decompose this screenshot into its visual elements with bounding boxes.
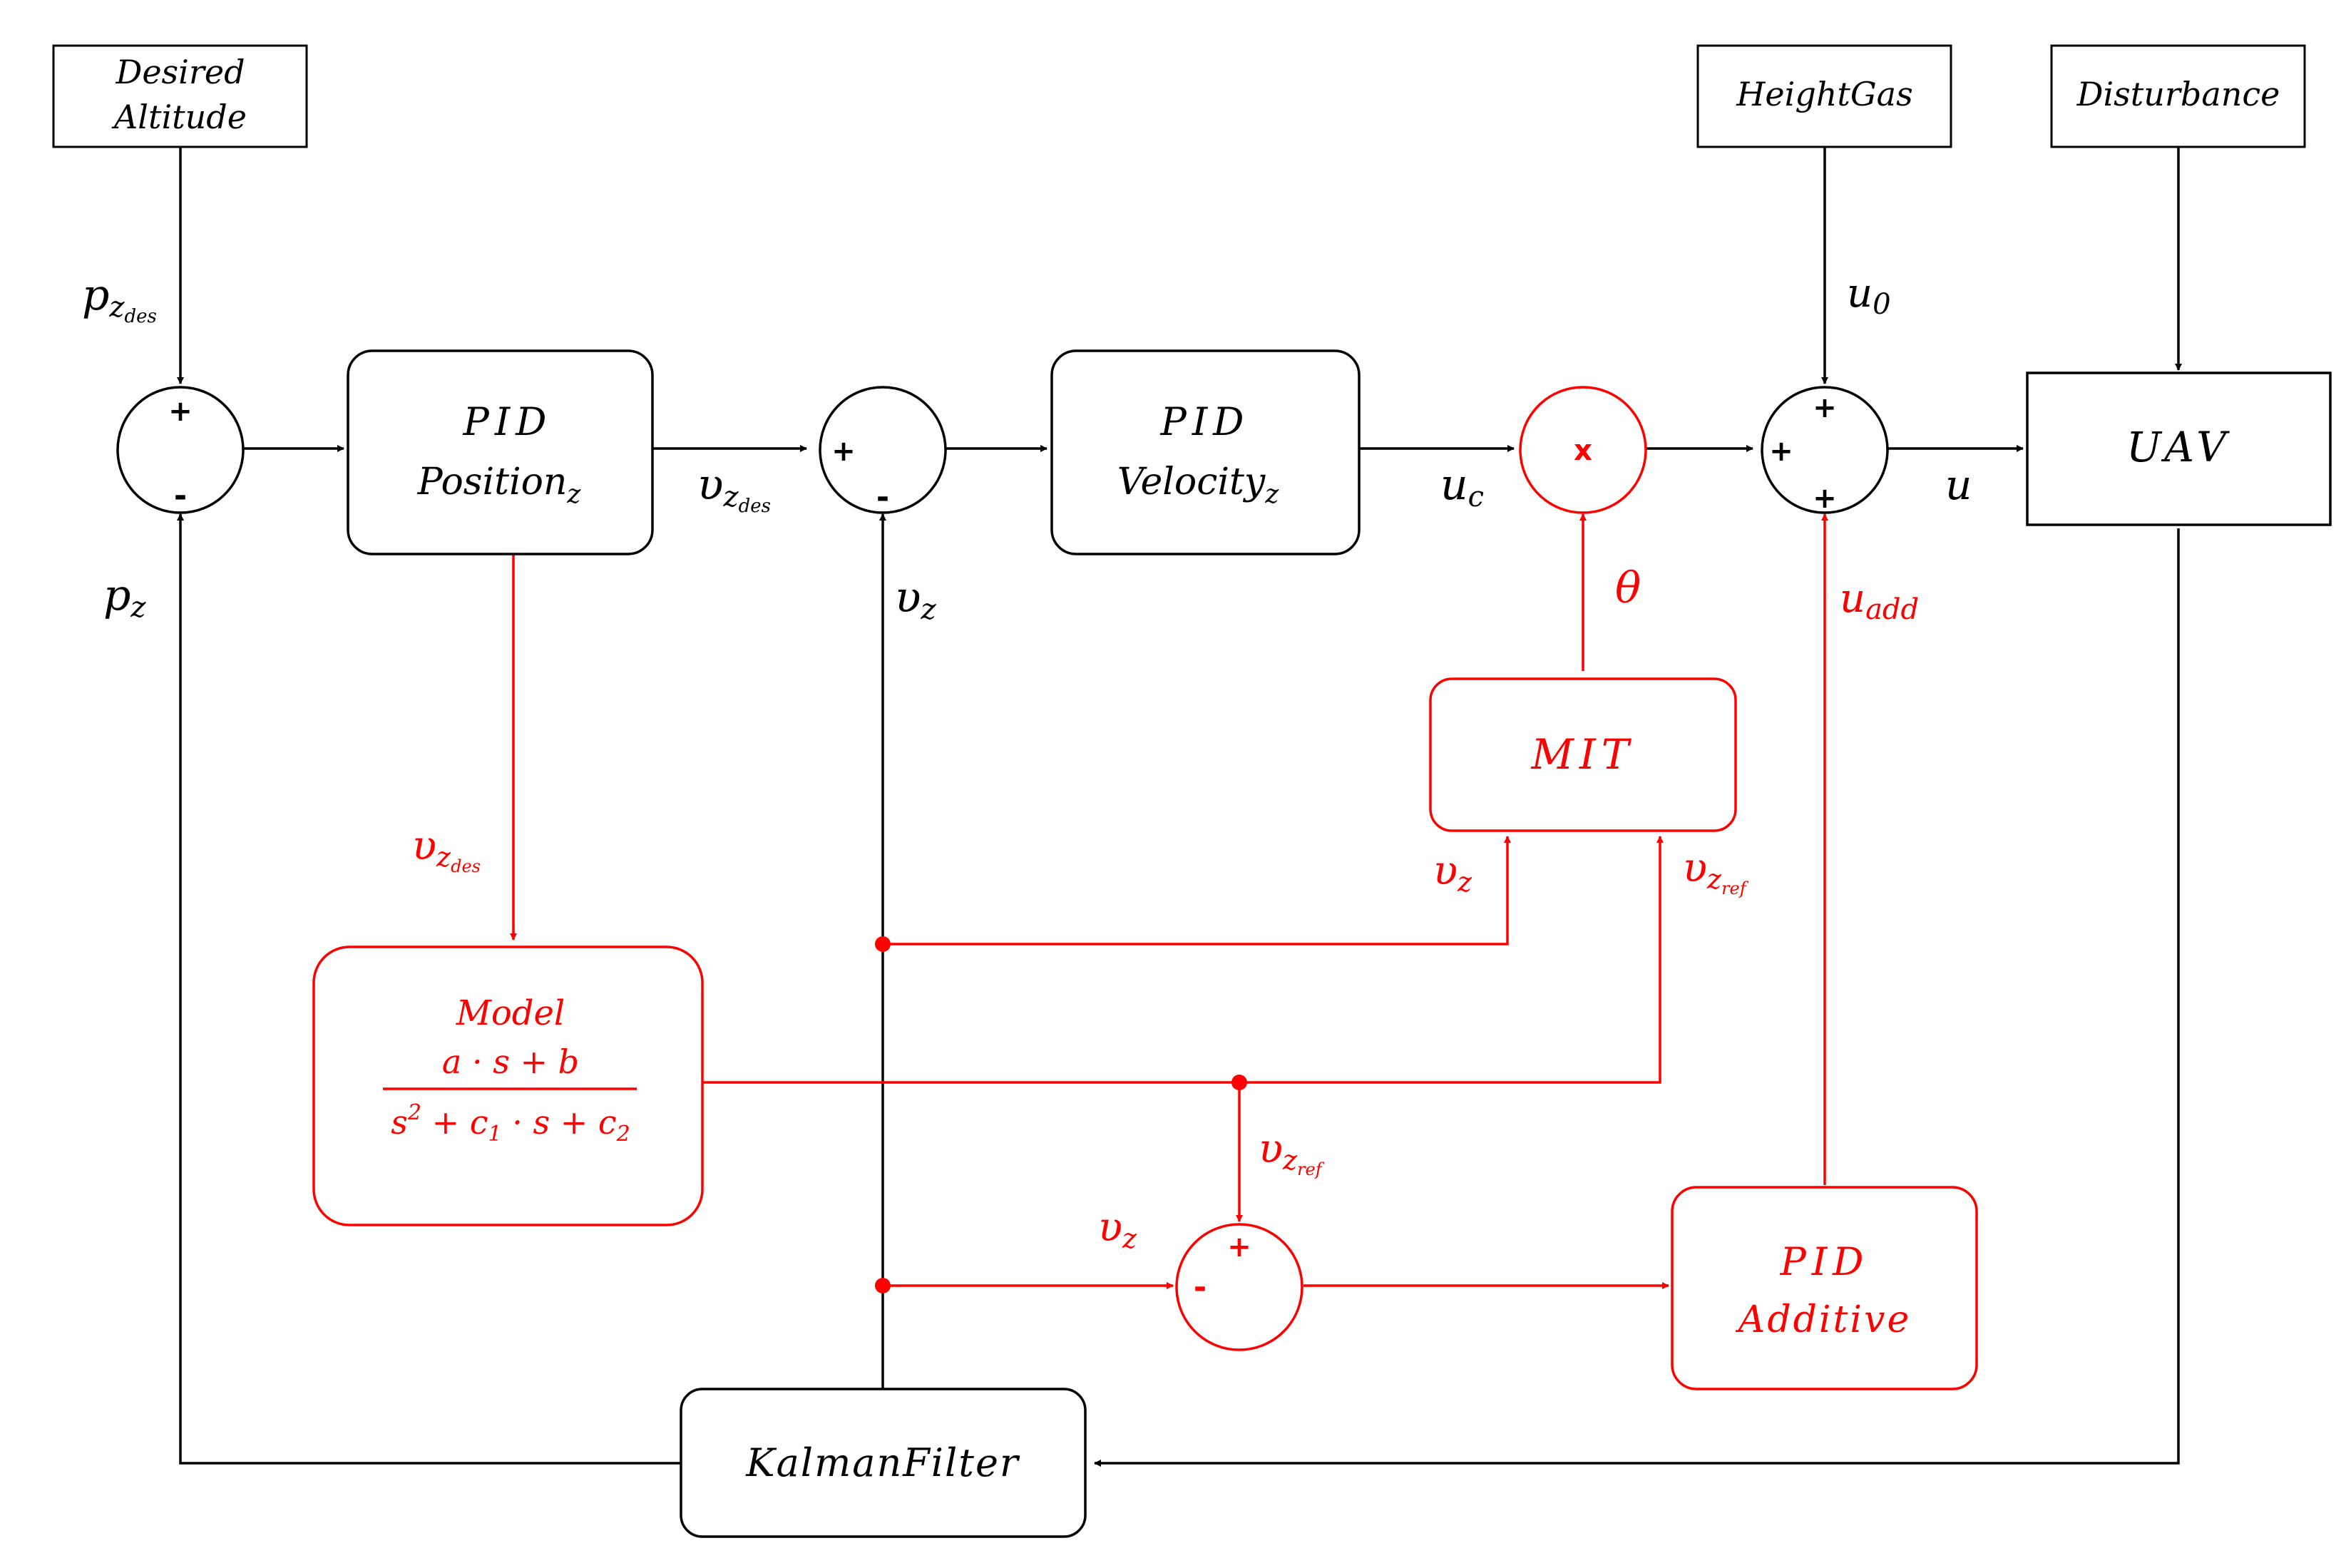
sum-junction-control: + + +	[1761, 386, 1889, 515]
signal-u-add: uadd	[1840, 575, 1919, 626]
mit-block: MIT	[1429, 677, 1737, 832]
signal-v-z-des: υzdes	[697, 460, 771, 517]
uav-block: UAV	[2026, 371, 2332, 526]
signal-theta: θ	[1615, 563, 1641, 613]
signal-v-z-ref: υzref	[1259, 1126, 1325, 1179]
model-numerator: a · s + b	[442, 1042, 579, 1081]
pid-velocity-block: PID Velocityz	[1050, 349, 1361, 555]
junction-dot	[875, 936, 891, 952]
minus-sign: -	[876, 479, 889, 516]
desired-altitude-block: Desired Altitude	[52, 44, 308, 148]
minus-sign: -	[174, 478, 187, 514]
pid-velocity-line2: Velocityz	[1117, 461, 1280, 509]
pid-additive-line1: PID	[1780, 1239, 1870, 1284]
pid-position-line2: Positionz	[417, 461, 582, 509]
signal-u-0: u0	[1847, 270, 1891, 321]
plus-sign: +	[1227, 1231, 1251, 1264]
plus-sign: +	[1813, 391, 1837, 424]
signal-p-z-des: pzdes	[82, 270, 157, 327]
plus-sign: +	[1813, 482, 1837, 515]
disturbance-label: Disturbance	[2076, 75, 2280, 113]
disturbance-block: Disturbance	[2050, 44, 2306, 148]
kalman-filter-block: KalmanFilter	[680, 1388, 1087, 1538]
mit-label: MIT	[1531, 730, 1635, 779]
signal-u-c: uc	[1440, 460, 1484, 513]
desired-altitude-line1: Desired	[115, 53, 245, 91]
pid-additive-line2: Additive	[1736, 1298, 1911, 1341]
signal-v-z-mit: υz	[1433, 848, 1472, 898]
model-block: Model a · s + b s2 + c1 · s + c2	[312, 946, 704, 1226]
signal-u: u	[1945, 461, 1972, 509]
plus-sign: +	[831, 435, 856, 468]
signal-v-z-des-model: υzdes	[412, 823, 481, 876]
junction-dot	[1231, 1075, 1247, 1090]
signal-v-z: υz	[895, 573, 936, 626]
kalman-filter-label: KalmanFilter	[745, 1440, 1020, 1485]
sum-junction-position: + -	[116, 386, 245, 514]
pid-position-line1: PID	[463, 399, 553, 444]
height-gas-label: HeightGas	[1736, 75, 1912, 113]
multiplier-junction: x	[1519, 386, 1647, 514]
signal-p-z: pz	[103, 570, 146, 624]
height-gas-block: HeightGas	[1696, 44, 1952, 148]
sum-junction-error: + -	[1175, 1223, 1303, 1351]
plus-sign: +	[168, 395, 193, 428]
junction-dot	[875, 1278, 891, 1293]
signal-v-z-error: υz	[1098, 1204, 1137, 1254]
adaptive-loop-wires	[510, 513, 1828, 1289]
multiply-sign: x	[1574, 434, 1592, 467]
model-denominator: s2 + c1 · s + c2	[391, 1100, 630, 1147]
pid-velocity-line1: PID	[1160, 399, 1250, 444]
plus-sign: +	[1769, 435, 1793, 468]
pid-additive-block: PID Additive	[1671, 1186, 1978, 1390]
model-title: Model	[456, 993, 565, 1033]
uav-label: UAV	[2126, 423, 2230, 471]
desired-altitude-line2: Altitude	[111, 98, 247, 136]
sum-junction-velocity: + -	[819, 386, 947, 516]
signal-v-z-ref-mit: υzref	[1683, 845, 1749, 898]
minus-sign: -	[1194, 1269, 1207, 1306]
pid-position-block: PID Positionz	[347, 349, 654, 555]
